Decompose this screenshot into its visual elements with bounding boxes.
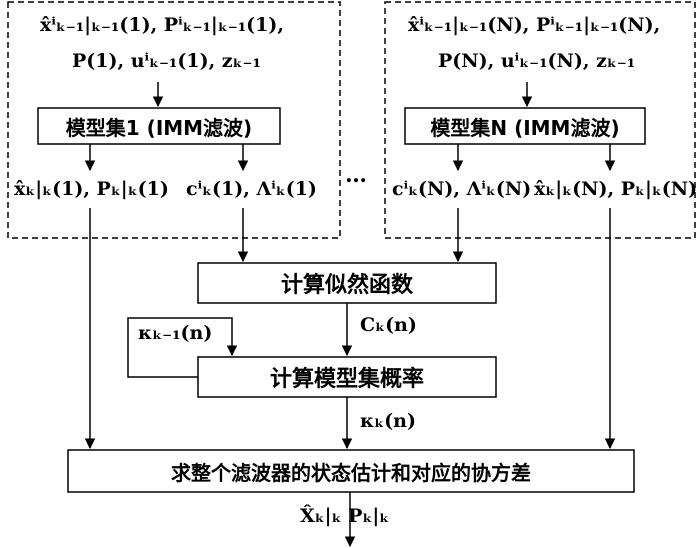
model-set-1-inputs-line2: P(1), uⁱₖ₋₁(1), zₖ₋₁	[72, 50, 261, 72]
compute-probability-label: 计算模型集概率	[269, 367, 424, 392]
model-set-n-filter-box	[404, 107, 646, 145]
model-set-ellipsis: …	[345, 162, 367, 188]
probability-output-label: κₖ(n)	[360, 410, 416, 432]
model-set-1-output-state: x̂ₖ|ₖ(1), Pₖ|ₖ(1)	[14, 178, 169, 200]
fusion-box	[67, 449, 635, 493]
fusion-label: 求整个滤波器的状态估计和对应的协方差	[171, 460, 531, 485]
model-set-n-inputs-line1: x̂ⁱₖ₋₁|ₖ₋₁(N), Pⁱₖ₋₁|ₖ₋₁(N),	[408, 14, 661, 36]
final-output-label: X̂ₖ|ₖ Pₖ|ₖ	[300, 505, 390, 527]
model-set-1-container	[7, 1, 341, 239]
prior-prob-label: κₖ₋₁(n)	[138, 322, 213, 344]
likelihood-output-label: Cₖ(n)	[360, 314, 417, 336]
model-set-n-inputs-line2: P(N), uⁱₖ₋₁(N), zₖ₋₁	[438, 50, 636, 72]
model-set-1-output-likelihood: cⁱₖ(1), Λⁱₖ(1)	[186, 178, 317, 200]
model-set-n-filter-label: 模型集N (IMM滤波)	[430, 115, 620, 140]
model-set-1-filter-label: 模型集1 (IMM滤波)	[65, 115, 253, 140]
model-set-n-output-likelihood: cⁱₖ(N), Λⁱₖ(N)	[392, 178, 532, 200]
model-set-1-filter-box	[37, 107, 281, 145]
prior-prob-feedback-loop	[127, 317, 238, 378]
compute-likelihood-label: 计算似然函数	[280, 273, 413, 298]
model-set-n-output-state: x̂ₖ|ₖ(N), Pₖ|ₖ(N)	[534, 178, 698, 200]
model-set-n-container	[384, 1, 696, 239]
likelihood-box	[197, 262, 497, 304]
model-set-1-inputs-line1: x̂ⁱₖ₋₁|ₖ₋₁(1), Pⁱₖ₋₁|ₖ₋₁(1),	[40, 14, 284, 36]
